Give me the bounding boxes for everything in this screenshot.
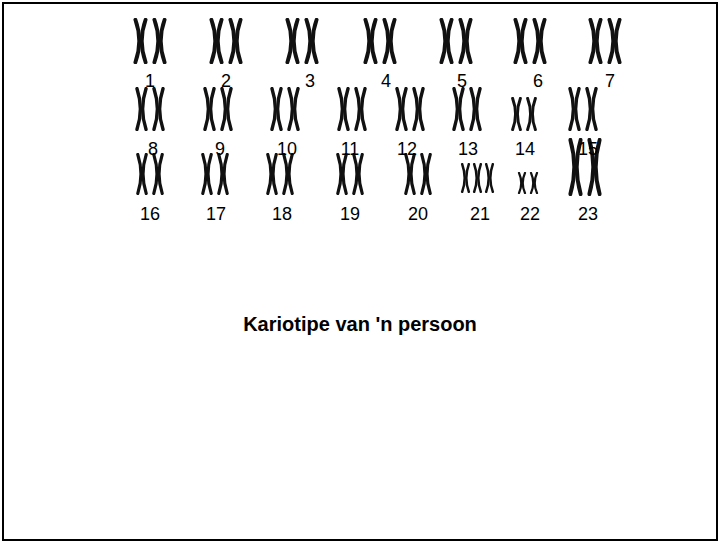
- chromosome-number: 9: [215, 140, 225, 160]
- chromosome-number: 5: [457, 72, 467, 92]
- chromosome-number: 11: [341, 140, 360, 160]
- chromosome-number: 6: [533, 72, 543, 92]
- chromosome-number: 18: [272, 205, 292, 225]
- chromosome-number: 15: [578, 140, 598, 160]
- chromosomes: [135, 20, 619, 194]
- chromosome-number: 14: [515, 140, 535, 160]
- chromosome-number: 8: [148, 140, 158, 160]
- chromosome-number: 17: [206, 205, 226, 225]
- chromosome-number: 4: [381, 72, 391, 92]
- chromosome-number: 20: [408, 205, 428, 225]
- figure-title: Kariotipe van 'n persoon: [243, 313, 477, 335]
- chromosome-number: 23: [578, 205, 598, 225]
- chromosome-number: 3: [305, 72, 315, 92]
- chromosome-number: 12: [397, 140, 417, 160]
- chromosome-number: 19: [340, 205, 360, 225]
- chromosome-number: 2: [221, 72, 231, 92]
- chromosome-number: 22: [520, 205, 540, 225]
- chromosome-number: 10: [277, 140, 297, 160]
- chromosome-number: 16: [140, 205, 160, 225]
- chromosome-number: 21: [470, 205, 490, 225]
- chromosome-number: 13: [458, 140, 478, 160]
- chromosome-number: 1: [145, 72, 155, 92]
- chromosome-number: 7: [605, 72, 615, 92]
- frame: [3, 3, 717, 540]
